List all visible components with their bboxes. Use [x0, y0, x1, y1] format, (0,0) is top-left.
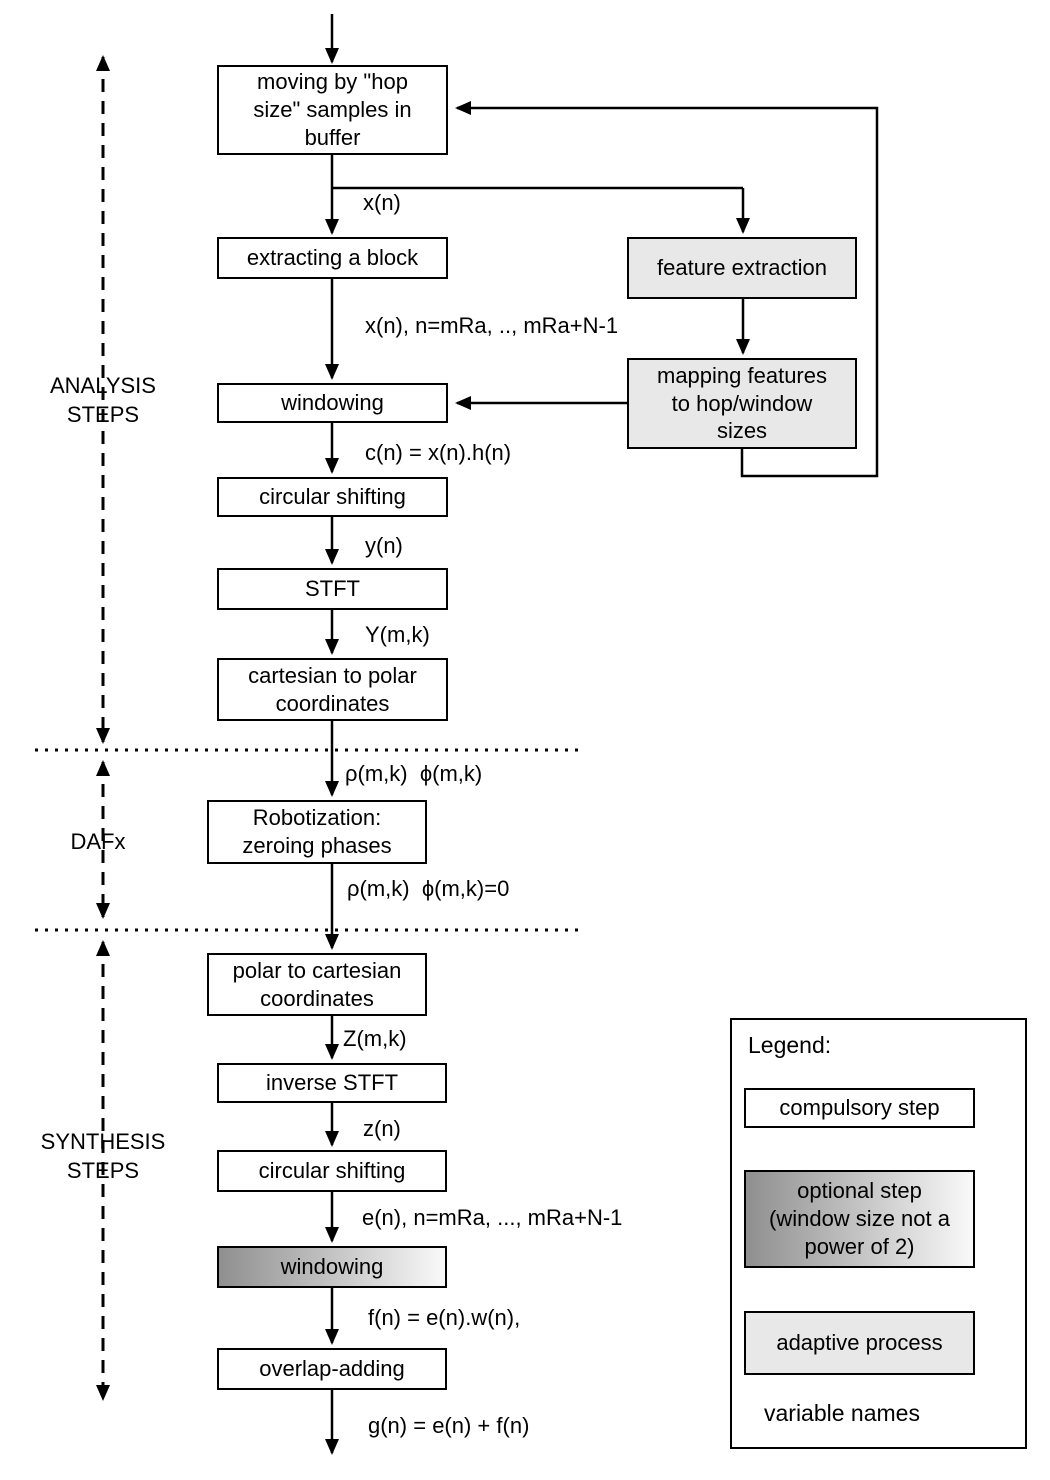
flow-box-stft: STFT [217, 568, 448, 610]
legend-optional-step: optional step (window size not a power o… [744, 1170, 975, 1268]
flow-box-hop-move: moving by "hop size" samples in buffer [217, 65, 448, 155]
flow-box-polar-to-cartesian: polar to cartesian coordinates [207, 953, 427, 1016]
legend-title: Legend: [748, 1032, 832, 1058]
flow-label-Zmk: Z(m,k) [343, 1026, 407, 1051]
legend-variable-names: variable names [764, 1400, 920, 1426]
flow-box-extract-block: extracting a block [217, 237, 448, 279]
flow-label-xn: x(n) [363, 190, 401, 215]
flow-label-zn: z(n) [363, 1116, 401, 1141]
flow-label-rho-phi-zero: ρ(m,k) ϕ(m,k)=0 [347, 876, 510, 901]
flow-box-windowing-synthesis: windowing [217, 1246, 447, 1288]
arrow-feedback-loop [455, 101, 879, 478]
flow-label-en-range: e(n), n=mRa, ..., mRa+N-1 [362, 1205, 623, 1230]
flow-box-overlap-adding: overlap-adding [217, 1348, 447, 1390]
flow-box-circular-shifting-analysis: circular shifting [217, 477, 448, 517]
flow-box-mapping-features: mapping features to hop/window sizes [627, 358, 857, 449]
legend-adaptive-process: adaptive process [744, 1311, 975, 1375]
flow-box-feature-extraction: feature extraction [627, 237, 857, 299]
flow-box-inverse-stft: inverse STFT [217, 1063, 447, 1103]
flow-box-cartesian-to-polar: cartesian to polar coordinates [217, 658, 448, 721]
flow-label-gn: g(n) = e(n) + f(n) [368, 1413, 530, 1438]
flow-label-xn-range: x(n), n=mRa, .., mRa+N-1 [365, 313, 619, 338]
legend-box [730, 1018, 1027, 1449]
flow-label-cn: c(n) = x(n).h(n) [365, 440, 512, 465]
flow-label-fn: f(n) = e(n).w(n), [368, 1305, 521, 1330]
legend-compulsory-step: compulsory step [744, 1088, 975, 1128]
flow-label-Ymk: Y(m,k) [365, 622, 430, 647]
flow-label-rho-phi: ρ(m,k) ϕ(m,k) [345, 761, 483, 786]
section-label-dafx: DAFx [70, 829, 126, 854]
section-label-synthesis: SYNTHESIS STEPS [40, 1129, 166, 1183]
flow-box-robotization: Robotization: zeroing phases [207, 800, 427, 864]
flow-box-windowing-analysis: windowing [217, 383, 448, 423]
flow-label-yn: y(n) [365, 533, 403, 558]
section-label-analysis: ANALYSIS STEPS [50, 373, 156, 427]
flow-box-circular-shifting-synthesis: circular shifting [217, 1150, 447, 1192]
